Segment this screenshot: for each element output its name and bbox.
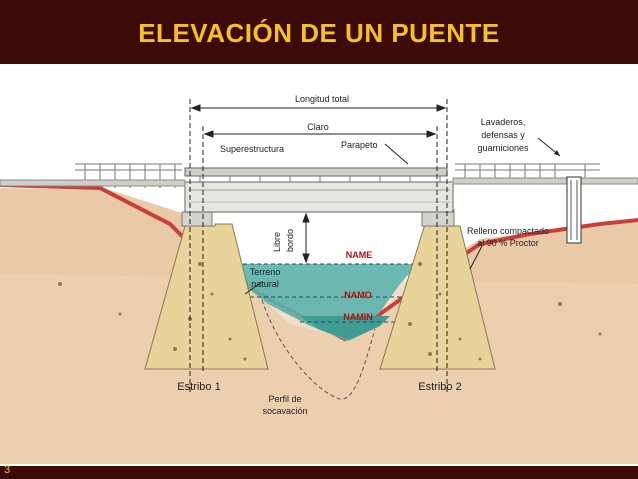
slide-title: ELEVACIÓN DE UN PUENTE	[138, 18, 500, 48]
terreno-label-2: natural	[251, 279, 279, 289]
claro-label: Claro	[307, 122, 329, 132]
abutment-1-cap	[181, 211, 213, 227]
right-approach-slab	[452, 177, 638, 185]
parapeto-leader	[384, 143, 409, 165]
slide-header	[0, 0, 638, 64]
abutment-texture	[58, 262, 602, 361]
longitud-total-dimension	[190, 104, 447, 112]
relleno-label-2: al 90 % Proctor	[477, 238, 539, 248]
lavaderos-label-1: Lavaderos,	[481, 117, 526, 127]
terreno-leader	[244, 281, 263, 295]
bridge-elevation-diagram: Longitud total Claro Superestructura Par…	[0, 94, 638, 464]
slide-footer	[0, 466, 638, 479]
lavaderos-label-2: defensas y	[481, 130, 525, 140]
bordo-label: bordo	[285, 229, 295, 252]
estribo-2-label: Estribo 2	[418, 381, 461, 393]
perfil-label-1: Perfil de	[268, 394, 301, 404]
parapet-posts	[199, 176, 441, 182]
estribo-1-label: Estribo 1	[177, 381, 220, 393]
abutment-1	[144, 223, 269, 370]
scour-profile	[261, 299, 376, 400]
superestructura-label: Superestructura	[220, 144, 284, 154]
parapeto-label: Parapeto	[341, 140, 378, 150]
superstructure-deck	[184, 181, 454, 213]
lavaderos-arrowhead	[554, 150, 560, 156]
lavaderos-label-3: guarniciones	[477, 143, 529, 153]
namin-label: NAMIN	[343, 312, 373, 322]
name-label: NAME	[346, 250, 373, 260]
perfil-label-2: socavación	[262, 406, 307, 416]
page-number: 3	[4, 464, 11, 476]
namo-label: NAMO	[344, 290, 372, 300]
relleno-leader	[469, 245, 483, 270]
left-approach-slab	[0, 179, 186, 187]
terreno-label-1: Terreno	[250, 267, 281, 277]
parapet	[184, 167, 448, 177]
libre-bordo-dimension	[302, 212, 310, 264]
claro-dimension	[203, 130, 437, 138]
libre-label: Libre	[272, 232, 282, 252]
longitud-total-label: Longitud total	[295, 94, 349, 104]
relleno-label-1: Relleno compactado	[467, 226, 549, 236]
compacted-fill-post	[566, 176, 582, 244]
